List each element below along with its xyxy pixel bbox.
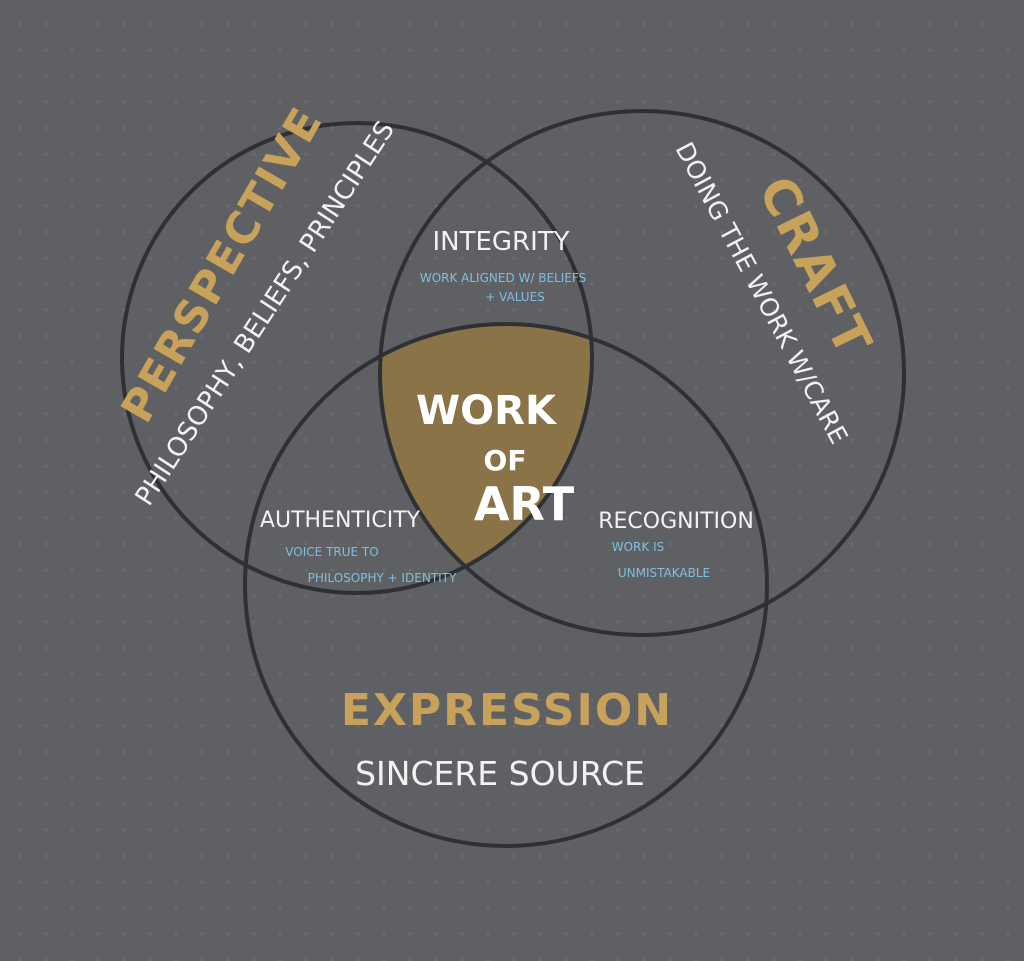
center-line-art: ART [474, 477, 575, 531]
authenticity-line1: VOICE TRUE TO [285, 545, 378, 559]
recognition-line2: UNMISTAKABLE [618, 566, 710, 580]
integrity-title: INTEGRITY [432, 227, 569, 257]
craft-circle [378, 109, 906, 637]
integrity-line1: WORK ALIGNED W/ BELIEFS [420, 271, 586, 285]
integrity-line2: + VALUES [485, 290, 545, 304]
recognition-line1: WORK IS [612, 540, 665, 554]
expression-circle [243, 322, 769, 848]
expression-subtitle: SINCERE SOURCE [355, 754, 645, 793]
authenticity-title: AUTHENTICITY [260, 508, 421, 533]
craft-title: CRAFT [747, 167, 883, 365]
recognition-title: RECOGNITION [598, 509, 754, 534]
expression-title: EXPRESSION [341, 685, 673, 736]
perspective-circle [120, 121, 594, 595]
center-line-of: OF [484, 444, 527, 477]
authenticity-line2: PHILOSOPHY + IDENTITY [308, 571, 457, 585]
center-line-work: WORK [416, 388, 558, 434]
